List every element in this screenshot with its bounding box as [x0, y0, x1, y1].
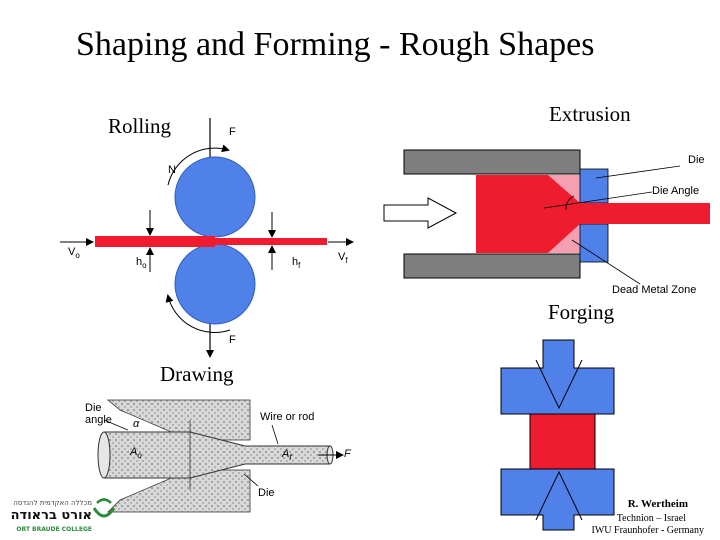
drawing-alpha-label: α	[133, 418, 140, 430]
roll-force-top-label: F	[229, 126, 236, 138]
roll-force-bottom-label: F	[229, 334, 236, 346]
forging-workpiece	[529, 413, 596, 470]
die-leader	[595, 165, 681, 179]
forging-lower-arrow	[535, 470, 583, 521]
drawing-heading: Drawing	[160, 362, 234, 386]
lower-roll	[174, 243, 256, 325]
drawing-area-in-label: Ao	[130, 446, 142, 461]
forging-diagram	[500, 339, 615, 531]
h-out-label: hf	[292, 256, 301, 271]
rolling-diagram	[60, 118, 354, 358]
extrusion-die-label: Die	[688, 154, 705, 166]
extruded-product	[580, 203, 710, 224]
die-angle-label: Die Angle	[652, 185, 700, 197]
forging-heading: Forging	[548, 300, 615, 324]
logo-english: ORT BRAUDE COLLEGE	[16, 526, 92, 533]
logo-emblem	[92, 507, 116, 518]
slide-title: Shaping and Forming - Rough Shapes	[76, 26, 595, 63]
upper-roll	[174, 156, 256, 238]
dead-metal-zone-label: Dead Metal Zone	[612, 284, 697, 296]
drawing-die-angle-label: Die angle	[85, 402, 112, 426]
credit-affiliation-2: IWU Fraunhofer - Germany	[591, 525, 704, 536]
dead-zone-leader	[571, 239, 641, 285]
v-out-label: Vf	[338, 251, 348, 266]
drawing-angle-leader	[103, 419, 129, 431]
forging-lower-die	[500, 468, 615, 531]
extrusion-billet	[476, 175, 580, 253]
h-in-label: ho	[136, 256, 147, 271]
rolled-strip-in	[95, 236, 215, 247]
credit-affiliation-1: Technion – Israel	[616, 513, 686, 524]
drawing-force-label: F	[344, 448, 351, 460]
die-angle-arc	[565, 195, 575, 211]
lower-roll-rotation-arrow	[165, 294, 231, 334]
logo-hebrew-line1: מכללה האקדמית להנדסה	[13, 499, 92, 507]
credit-name: R. Wertheim	[627, 498, 688, 510]
container-bottom	[403, 253, 581, 279]
drawing-area-out-label: Af	[282, 448, 292, 463]
upper-roll-rotation-arrow	[167, 144, 230, 186]
roll-normal-label: N	[168, 164, 176, 176]
extrusion-die-bottom	[579, 223, 609, 263]
logo-hebrew-line2: אורט בראודה	[10, 508, 92, 523]
forging-upper-die	[500, 339, 615, 415]
extrusion-diagram	[383, 149, 710, 285]
extrusion-die-top	[579, 168, 609, 204]
forging-upper-arrow	[535, 359, 583, 410]
rolled-strip-out	[215, 238, 327, 245]
drawing-wire-end	[97, 431, 111, 479]
drawing-wire-leader	[271, 424, 279, 445]
die-angle-leader	[543, 191, 653, 209]
college-logo	[92, 498, 116, 518]
ram-arrow	[383, 197, 458, 229]
dead-metal-zone	[548, 175, 580, 253]
v-in-label: Vo	[68, 246, 80, 261]
rolling-heading: Rolling	[108, 114, 172, 138]
drawing-wire-label: Wire or rod	[260, 411, 315, 423]
drawing-die-label: Die	[258, 487, 275, 499]
container-top	[403, 149, 581, 175]
drawing-diagram	[78, 388, 356, 516]
drawing-die-leader	[243, 473, 259, 487]
extrusion-heading: Extrusion	[549, 102, 631, 126]
